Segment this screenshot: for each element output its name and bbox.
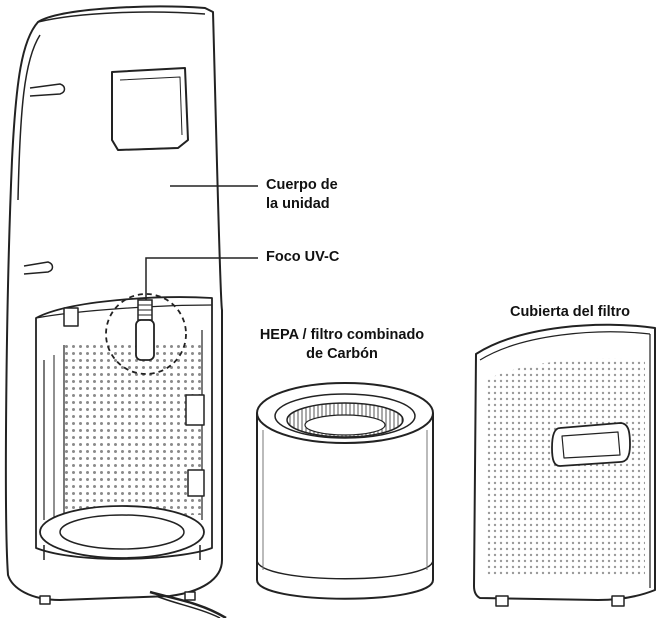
hepa-filter: [257, 383, 433, 599]
unit-body-label-line1: Cuerpo de: [266, 176, 338, 195]
filter-label: HEPA / filtro combinado de Carbón: [238, 326, 446, 364]
unit-body-label-line2: la unidad: [266, 195, 338, 214]
cover-handle: [552, 423, 630, 466]
unit-body-label: Cuerpo de la unidad: [266, 176, 338, 214]
unit-body: [6, 7, 226, 618]
cover-label: Cubierta del filtro: [490, 303, 650, 322]
filter-label-line2: de Carbón: [238, 345, 446, 364]
filter-cover: [474, 325, 655, 606]
cover-perforations: [486, 358, 645, 575]
filter-label-line1: HEPA / filtro combinado: [238, 326, 446, 345]
perforated-wall: [64, 345, 202, 515]
handle-recess: [112, 68, 188, 150]
uv-bulb-label: Foco UV-C: [266, 248, 339, 267]
